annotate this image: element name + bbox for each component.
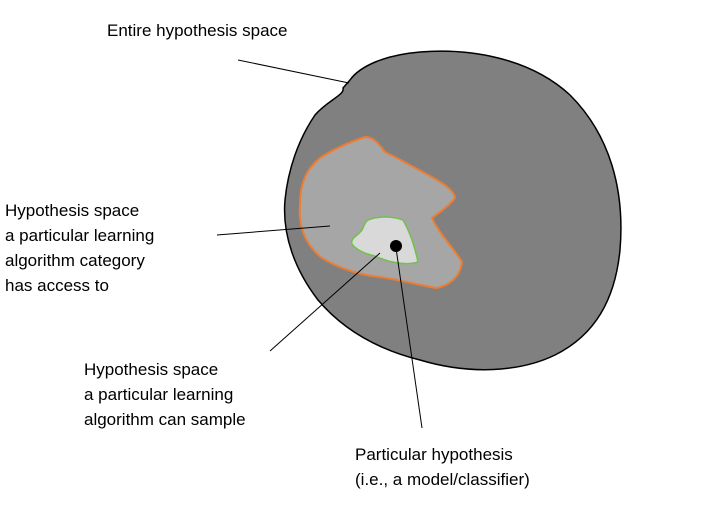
sample-label-line-3: algorithm can sample [84, 410, 246, 429]
category-hypothesis-space-label: Hypothesis space a particular learning a… [5, 198, 154, 298]
particular-label-line-1: Particular hypothesis [355, 445, 513, 464]
sample-label-line-1: Hypothesis space [84, 360, 219, 379]
sample-hypothesis-space-region [350, 216, 419, 265]
category-label-line-4: has access to [5, 276, 109, 295]
leader-line-entire [237, 59, 350, 84]
particular-label-line-2: (i.e., a model/classifier) [355, 470, 530, 489]
leader-line-particular [395, 247, 423, 429]
category-label-line-3: algorithm category [5, 251, 145, 270]
sample-label-line-2: a particular learning [84, 385, 234, 404]
category-hypothesis-space-region [298, 136, 463, 289]
entire-hypothesis-space-label: Entire hypothesis space [107, 18, 288, 43]
category-label-line-2: a particular learning [5, 226, 155, 245]
particular-hypothesis-label: Particular hypothesis (i.e., a model/cla… [355, 442, 530, 492]
sample-hypothesis-space-label: Hypothesis space a particular learning a… [84, 357, 246, 432]
category-label-line-1: Hypothesis space [5, 201, 140, 220]
entire-hypothesis-space-region [283, 50, 622, 371]
entire-label-text: Entire hypothesis space [107, 21, 288, 40]
leader-line-sample [269, 252, 381, 352]
leader-line-category [216, 225, 331, 236]
particular-hypothesis-point [390, 240, 402, 252]
